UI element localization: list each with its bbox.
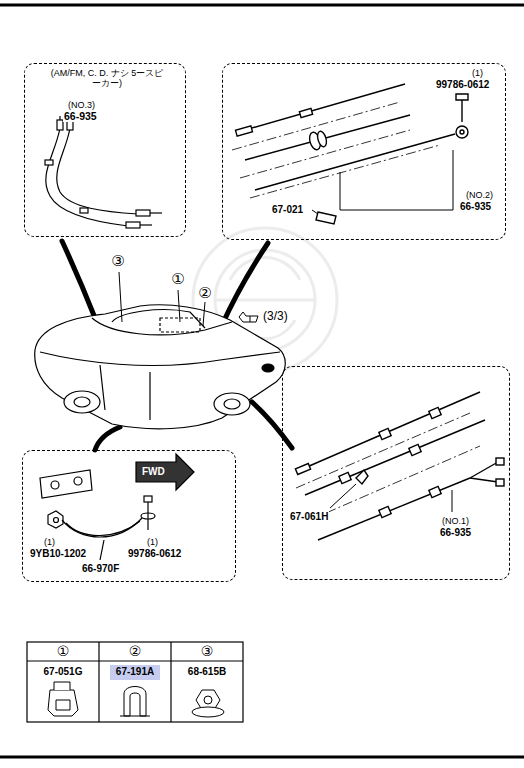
part-number: 67-051G <box>43 666 84 678</box>
pointing-hand <box>239 312 258 322</box>
quantity: (1) <box>471 68 484 78</box>
part-number: 68-615B <box>187 666 227 678</box>
part-number: 66-970F <box>81 563 120 575</box>
table-header: ① <box>56 643 71 659</box>
part-number: 99786-0612 <box>127 548 182 560</box>
quantity: (1) <box>146 537 159 547</box>
guide-line <box>296 413 480 520</box>
quantity: (1) <box>43 537 56 547</box>
part-number: 67-021 <box>271 204 304 216</box>
group-bracket <box>312 150 453 214</box>
callout-number: ② <box>197 284 212 301</box>
direction-arrow: FWD <box>141 466 166 478</box>
part-number: 99786-0612 <box>435 79 490 91</box>
part-number: 67-061H <box>289 511 329 523</box>
harness-number: (NO.1) <box>441 516 470 526</box>
harness-number: (NO.2) <box>465 190 494 200</box>
page-rule <box>0 4 524 7</box>
page-rule <box>0 756 524 759</box>
table-header: ② <box>128 643 143 659</box>
part-number: 9YB10-1202 <box>29 548 87 560</box>
inset-panel: FWD(1)9YB10-1202(1)99786-061266-970F <box>22 450 236 582</box>
inset-panel: 67-061H (NO.1)66-935 <box>282 366 510 580</box>
table-header: ③ <box>200 643 215 659</box>
option-note: (AM/FM, C. D. ナシ 5ースピーカー) <box>46 68 168 89</box>
parts-table <box>27 642 243 722</box>
ground-strap <box>40 454 194 560</box>
harness-number: (NO.3) <box>67 100 96 110</box>
callout-number: ③ <box>110 252 125 269</box>
part-number: 66-935 <box>63 110 98 122</box>
inset-panel: (1)99786-0612 (NO.2)66-935 67-021 <box>222 63 506 240</box>
part-icon <box>48 682 224 717</box>
car-body <box>35 305 286 429</box>
speaker-harness <box>45 116 162 228</box>
wire-harness <box>235 84 468 224</box>
leader-line <box>330 484 452 512</box>
part-number: 66-935 <box>439 527 472 539</box>
highlight <box>110 665 160 680</box>
part-number: 67-191A <box>115 666 155 678</box>
part-number: 66-935 <box>459 201 492 213</box>
page-reference: (3/3) <box>262 310 289 324</box>
guide-line <box>232 102 440 198</box>
callout-number: ① <box>170 270 185 287</box>
callout-leader <box>119 272 205 326</box>
inset-panel: (AM/FM, C. D. ナシ 5ースピーカー) (NO.3)66-935 <box>24 63 186 237</box>
